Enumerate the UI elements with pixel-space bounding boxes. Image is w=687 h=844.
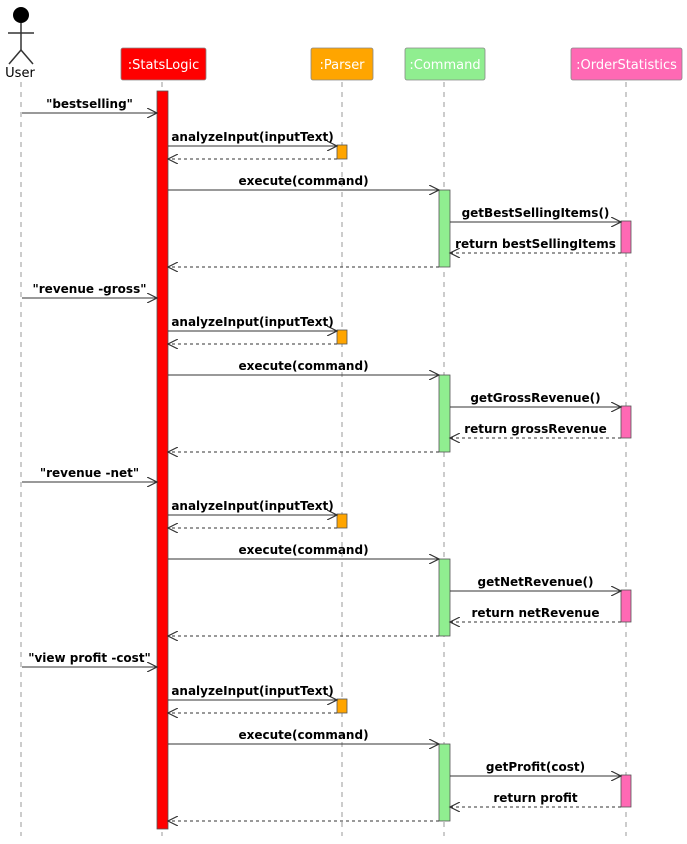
participant-box-statslogic — [120, 47, 207, 81]
participant-label-parser: :Parser — [319, 58, 365, 73]
message-label: analyzeInput(inputText) — [171, 315, 333, 329]
message-label: "view profit -cost" — [28, 651, 151, 665]
participant-box-parser — [310, 47, 374, 81]
activation-command — [438, 743, 451, 822]
message-label: return bestSellingItems — [455, 237, 616, 251]
activation-parser — [336, 329, 348, 345]
participant-label-orderstats: :OrderStatistics — [576, 58, 677, 73]
message-label: return profit — [493, 791, 578, 805]
activation-command — [438, 189, 451, 268]
activation-orderstats — [620, 405, 632, 439]
participant-label-command: :Command — [409, 58, 480, 73]
message-label: "revenue -gross" — [33, 282, 147, 296]
message-label: analyzeInput(inputText) — [171, 499, 333, 513]
message-label: execute(command) — [238, 728, 368, 742]
activation-bars — [156, 90, 632, 830]
activation-orderstats — [620, 220, 632, 254]
activation-orderstats — [620, 774, 632, 808]
message-label: execute(command) — [238, 543, 368, 557]
participant-headers: :StatsLogic :Parser :Command :OrderStatisti… — [120, 47, 683, 81]
message-label: analyzeInput(inputText) — [171, 130, 333, 144]
message-label: "revenue -net" — [40, 466, 139, 480]
activation-parser — [336, 698, 348, 714]
message-label: getGrossRevenue() — [470, 391, 600, 405]
activation-orderstats — [620, 589, 632, 623]
activation-parser — [336, 513, 348, 529]
messages: "bestselling" analyzeInput(inputText) exec… — [22, 97, 621, 821]
activation-command — [438, 374, 451, 453]
message-label: return netRevenue — [472, 606, 600, 620]
stick-figure-icon — [8, 7, 34, 65]
message-label: return grossRevenue — [464, 422, 607, 436]
activation-statslogic — [156, 90, 169, 830]
activation-command — [438, 558, 451, 637]
message-label: analyzeInput(inputText) — [171, 684, 333, 698]
activation-parser — [336, 144, 348, 160]
message-label: getNetRevenue() — [478, 575, 594, 589]
message-label: "bestselling" — [46, 97, 133, 111]
user-actor: User — [5, 7, 35, 81]
participant-label-statslogic: :StatsLogic — [128, 58, 200, 73]
user-label: User — [5, 66, 35, 81]
lifelines — [20, 82, 627, 836]
message-label: getProfit(cost) — [486, 760, 585, 774]
participant-box-command — [404, 47, 486, 81]
message-label: getBestSellingItems() — [462, 206, 610, 220]
participant-box-orderstats — [570, 47, 683, 81]
message-label: execute(command) — [238, 174, 368, 188]
message-label: execute(command) — [238, 359, 368, 373]
